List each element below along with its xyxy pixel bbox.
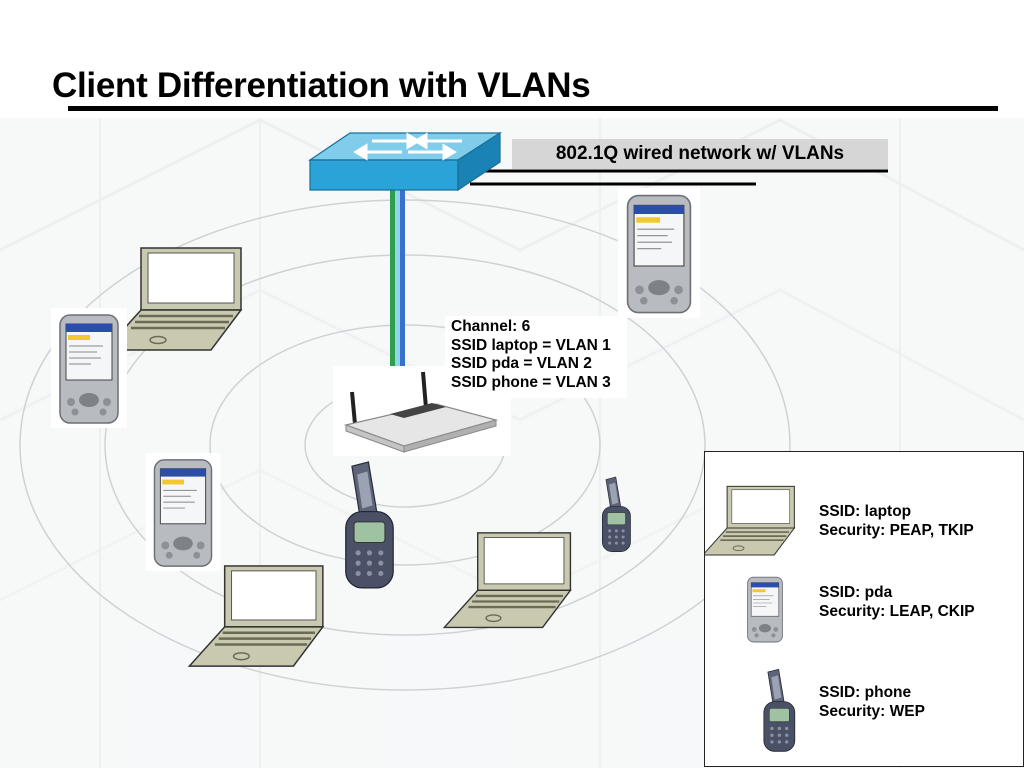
access-point-icon	[333, 366, 511, 456]
pda-icon	[51, 308, 127, 428]
title-underline	[68, 106, 998, 111]
security-legend: SSID: laptop Security: PEAP, TKIP SSID: …	[704, 451, 1024, 767]
ssid-laptop-label: SSID: laptop	[819, 503, 912, 520]
legend-item-phone: SSID: phone Security: WEP	[819, 684, 925, 721]
pda-icon	[145, 453, 221, 571]
ssid-phone-vlan-text: SSID phone = VLAN 3	[451, 373, 611, 391]
ssid-pda-vlan-text: SSID pda = VLAN 2	[451, 355, 592, 372]
access-point-config: Channel: 6 SSID laptop = VLAN 1 SSID pda…	[445, 316, 627, 398]
laptop-icon	[705, 485, 796, 556]
legend-item-pda: SSID: pda Security: LEAP, CKIP	[819, 584, 975, 621]
ssid-phone-label: SSID: phone	[819, 684, 912, 701]
wired-network-lines	[470, 169, 888, 186]
legend-icons	[705, 485, 796, 752]
ssid-pda-label: SSID: pda	[819, 584, 893, 601]
switch-icon	[308, 131, 503, 192]
pda-icon	[616, 188, 702, 318]
security-laptop-label: Security: PEAP, TKIP	[819, 521, 974, 539]
channel-text: Channel: 6	[451, 318, 531, 335]
vlan-trunk-cable	[390, 190, 405, 410]
legend-item-laptop: SSID: laptop Security: PEAP, TKIP	[819, 503, 974, 540]
wired-network-label: 802.1Q wired network w/ VLANs	[512, 139, 888, 169]
security-pda-label: Security: LEAP, CKIP	[819, 602, 975, 620]
security-phone-label: Security: WEP	[819, 702, 925, 720]
slide-title: Client Differentiation with VLANs	[52, 66, 591, 105]
pda-icon	[741, 573, 789, 645]
phone-icon	[763, 668, 796, 752]
ssid-laptop-vlan-text: SSID laptop = VLAN 1	[451, 336, 611, 354]
